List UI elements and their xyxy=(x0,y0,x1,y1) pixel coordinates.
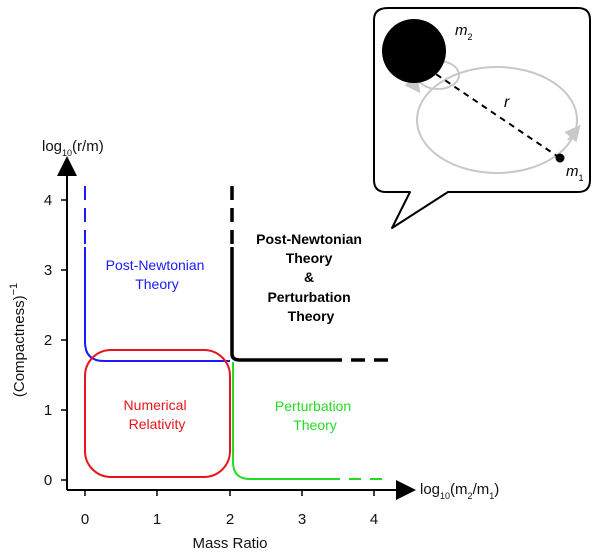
x-axis-right-label: log10(m2/m1) xyxy=(420,481,499,501)
y-axis-top-label: log10(r/m) xyxy=(42,138,104,158)
m2-label: m2 xyxy=(455,22,473,42)
x-tick-label: 3 xyxy=(298,511,306,528)
y-tick-label: 1 xyxy=(44,402,52,419)
numerical-relativity-region-label: Numerical Relativity xyxy=(124,397,191,432)
orbit-arrow-m2 xyxy=(404,75,421,94)
x-axis-bottom-label: Mass Ratio xyxy=(192,535,267,552)
combined-boundary xyxy=(230,247,328,362)
perturbation-region-label: Perturbation Theory xyxy=(275,398,355,433)
orbit-arrow-m1 xyxy=(564,124,581,143)
nr-region-outline xyxy=(84,349,231,478)
y-ticks xyxy=(61,199,67,481)
combined-region-label: Post-Newtonian Theory & Perturbation The… xyxy=(256,231,366,324)
x-tick-label: 2 xyxy=(226,511,234,528)
y-axis-side-label: (Compactness)−1 xyxy=(8,283,28,397)
y-tick-label: 0 xyxy=(44,472,52,489)
y-tick-label: 2 xyxy=(44,332,52,349)
r-label: r xyxy=(504,94,510,111)
body-m1 xyxy=(555,153,565,163)
region-boundaries xyxy=(84,186,393,480)
pn-boundary xyxy=(84,247,230,362)
pert-boundary xyxy=(232,362,328,480)
y-tick-label: 3 xyxy=(44,262,52,279)
y-tick-label: 4 xyxy=(44,192,52,209)
body-m2 xyxy=(382,19,446,83)
inset-bubble: m2 m1 r xyxy=(373,7,591,229)
post-newtonian-region-label: Post-Newtonian Theory xyxy=(106,257,209,292)
x-tick-label: 1 xyxy=(153,511,161,528)
x-tick-label: 0 xyxy=(81,511,89,528)
x-ticks xyxy=(84,490,375,496)
x-tick-label: 4 xyxy=(370,511,378,528)
axes: 0 1 2 3 4 0 1 2 3 4 log10(r/m) (Compactn… xyxy=(8,138,499,552)
m1-label: m1 xyxy=(566,163,584,183)
orbit-m1 xyxy=(416,66,578,174)
